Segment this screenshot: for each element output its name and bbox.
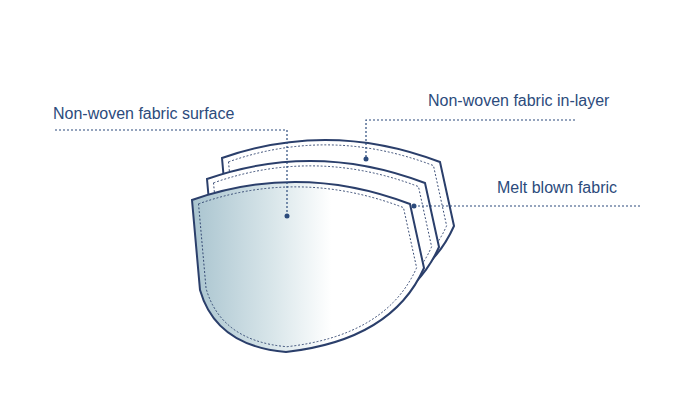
part-label: Non-woven fabric surface — [53, 104, 234, 124]
leader-dot — [364, 157, 369, 162]
leader-dot — [412, 204, 417, 209]
part-label: Non-woven fabric in-layer — [428, 91, 609, 111]
part-label: Melt blown fabric — [497, 178, 617, 198]
leader-line — [366, 120, 575, 157]
leader-lines — [55, 120, 640, 214]
leader-dots — [285, 157, 417, 219]
leader-line — [416, 205, 640, 206]
surface-layer — [192, 182, 424, 352]
leader-line — [55, 130, 287, 214]
leader-dot — [285, 214, 290, 219]
